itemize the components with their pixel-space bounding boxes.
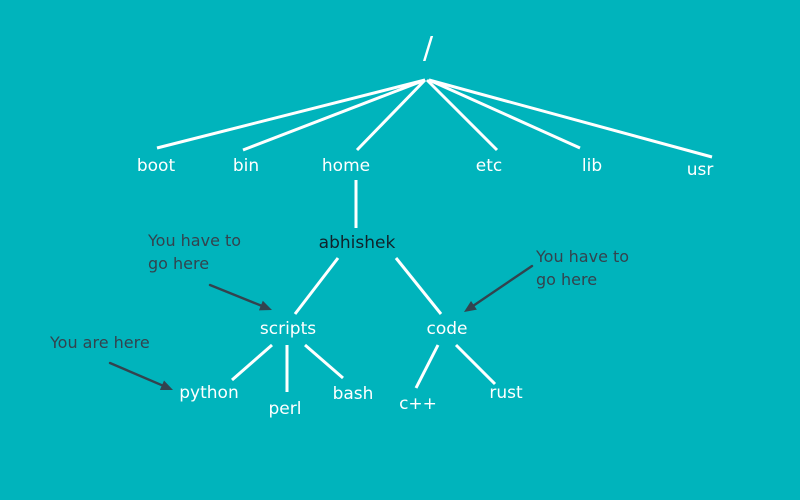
tree-edge (355, 78, 427, 152)
annotation-text-line: go here (536, 270, 597, 289)
annotation-arrow-head (464, 300, 477, 312)
annotation-text-line: You are here (49, 333, 150, 352)
annotation-arrow-shaft (108, 361, 166, 388)
tree-edge (304, 343, 344, 380)
tree-edge (394, 257, 443, 315)
tree-node-home: home (322, 156, 370, 176)
tree-node-abhishek: abhishek (319, 233, 396, 253)
tree-edge (231, 343, 273, 382)
tree-node-python: python (179, 383, 238, 403)
annotation-you-are-here: You are here (49, 333, 173, 391)
annotation-text-line: You have to (535, 247, 629, 266)
tree-node-scripts: scripts (260, 319, 316, 339)
tree-node-bash: bash (333, 384, 374, 404)
tree-edge (242, 78, 426, 152)
tree-node-rust: rust (489, 383, 523, 403)
annotation-arrow-shaft (208, 283, 265, 308)
tree-node-root: / (423, 31, 434, 66)
annotation-goto-code: You have to go here (464, 247, 629, 312)
tree-node-bin: bin (233, 156, 259, 176)
tree-edge (425, 78, 499, 152)
annotation-arrow-head (258, 300, 272, 311)
tree-node-cpp: c++ (399, 394, 437, 414)
tree-node-etc: etc (476, 156, 502, 176)
tree-node-lib: lib (582, 156, 602, 176)
tree-edges (156, 78, 713, 392)
tree-node-boot: boot (137, 156, 176, 176)
tree-node-code: code (427, 319, 468, 339)
tree-node-perl: perl (269, 399, 302, 419)
annotation-arrow-head (159, 380, 173, 391)
annotation-goto-home: You have to go here (147, 231, 272, 311)
annotation-text-line: go here (148, 254, 209, 273)
annotation-arrow-shaft (470, 264, 534, 309)
tree-edge (428, 78, 581, 150)
tree-node-usr: usr (687, 160, 714, 180)
tree-nodes: / boot bin home etc lib usr abhishek scripts code… (137, 31, 713, 419)
tree-edge (156, 78, 426, 150)
tree-edge (428, 78, 713, 159)
tree-edge (414, 344, 440, 389)
tree-edge (293, 257, 340, 315)
tree-edge (454, 343, 497, 386)
annotation-text-line: You have to (147, 231, 241, 250)
